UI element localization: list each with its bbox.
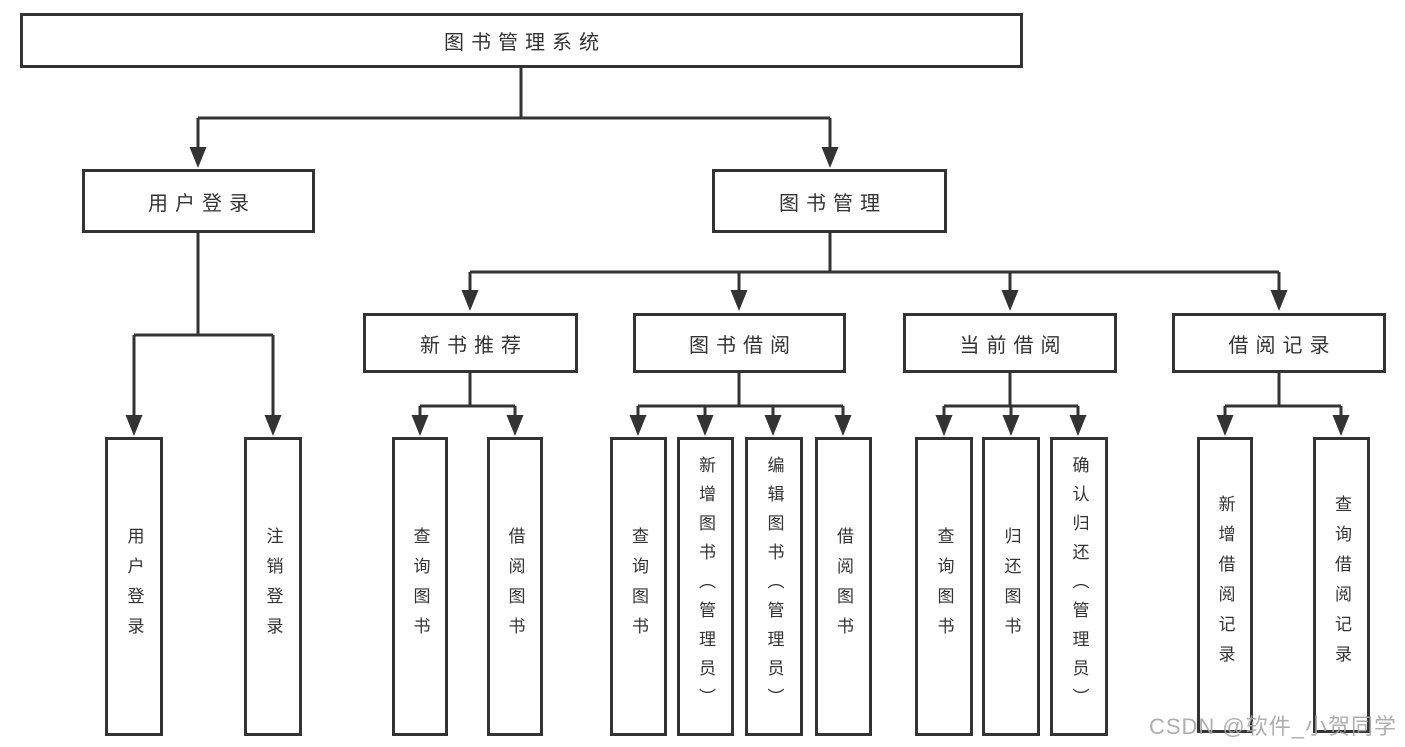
node-edit-books-admin: 编辑图书（管理员） [745, 437, 803, 736]
node-query-borrow-record: 查询借阅记录 [1313, 437, 1370, 733]
node-book-management: 图书管理 [712, 169, 947, 233]
node-return-books: 归还图书 [982, 437, 1040, 736]
node-borrow-books-leaf: 借阅图书 [815, 437, 872, 736]
node-query-books-borrowing: 查询图书 [610, 437, 667, 736]
node-borrow-books-recommend: 借阅图书 [487, 437, 543, 736]
node-query-books-current: 查询图书 [915, 437, 973, 736]
node-logout: 注销登录 [244, 437, 302, 736]
arrowheads [125, 147, 1350, 436]
node-book-borrowing: 图书借阅 [633, 313, 846, 373]
node-user-login-leaf: 用户登录 [105, 437, 163, 736]
node-borrowing-records: 借阅记录 [1172, 313, 1386, 373]
node-new-book-recommendation: 新书推荐 [363, 313, 578, 373]
node-add-borrow-record: 新增借阅记录 [1197, 437, 1253, 733]
node-current-borrowing: 当前借阅 [903, 313, 1117, 373]
node-query-books-recommend: 查询图书 [392, 437, 448, 736]
node-user-login: 用户登录 [82, 169, 315, 233]
node-confirm-return-admin: 确认归还（管理员） [1050, 437, 1108, 736]
watermark: CSDN @软件_小贺同学 [1148, 714, 1397, 739]
node-library-management-system: 图书管理系统 [20, 13, 1023, 68]
node-add-books-admin: 新增图书（管理员） [677, 437, 734, 736]
